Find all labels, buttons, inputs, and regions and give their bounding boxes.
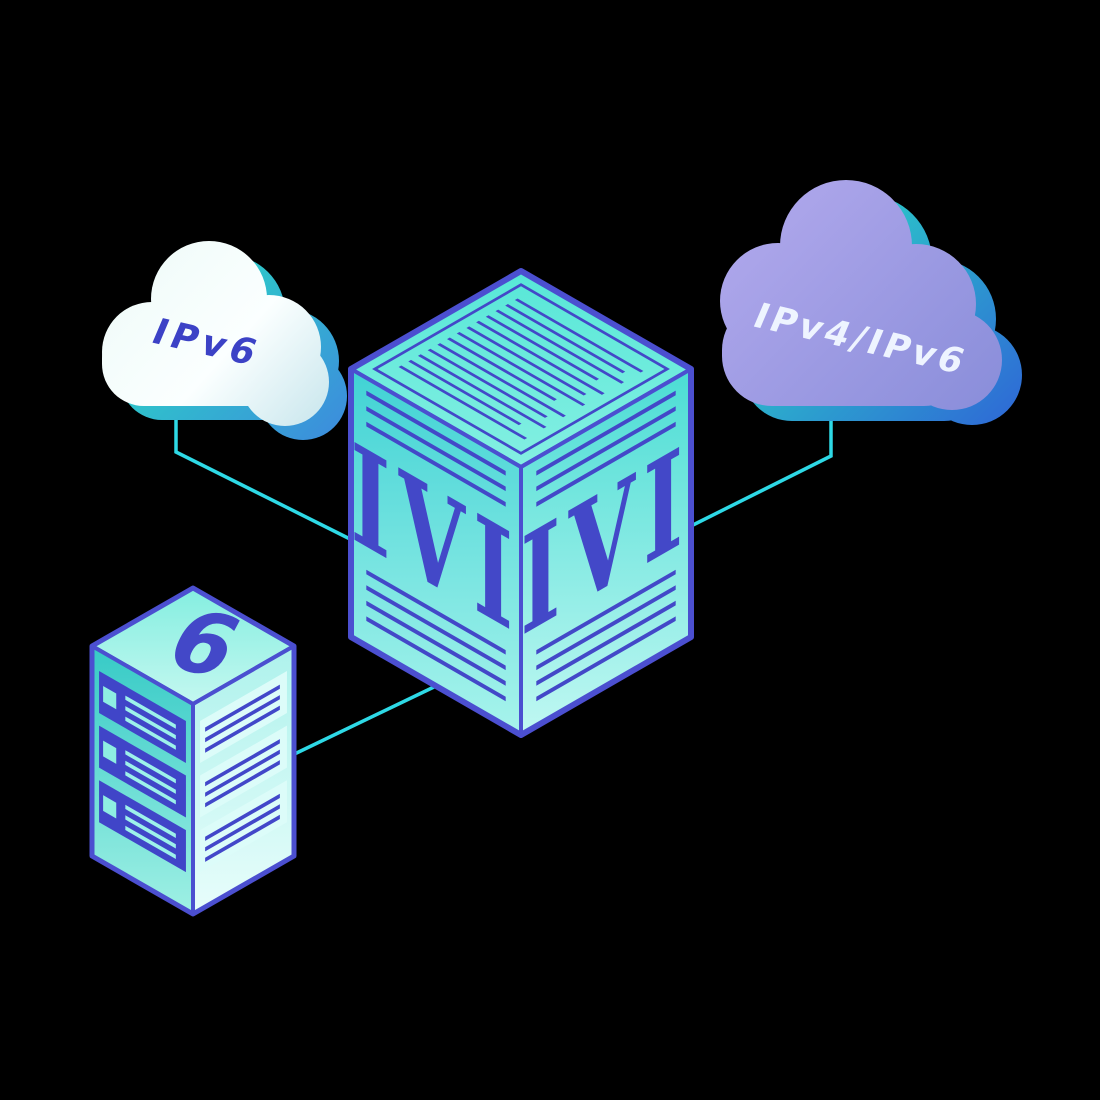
ivi-translator-box: IVI IVI [348, 268, 694, 738]
ipv4-ipv6-cloud: IPv4/IPv6 [720, 180, 1022, 425]
server-drive-bays-right [200, 671, 287, 873]
ipv6-server-tower: 6 [89, 585, 297, 917]
connection-line-ipv4-ipv6-cloud [690, 410, 833, 528]
top-face-stripes [398, 298, 644, 440]
ivi-top-face-panel [372, 283, 670, 455]
ivi-left-face-content: IVI [351, 390, 521, 702]
ivi-right-face-content: IVI [521, 390, 691, 702]
ivi-box-outline [348, 268, 694, 738]
server-outline [89, 585, 297, 917]
ipv6-cloud: IPv6 [102, 241, 347, 440]
left-face-stripes [366, 390, 506, 702]
ipv6-cloud-body [102, 241, 329, 426]
ipv4-ipv6-cloud-body [720, 180, 1002, 410]
right-face-stripes [536, 390, 676, 702]
server-drive-bays-left [99, 671, 186, 873]
connection-line-server [281, 684, 437, 762]
